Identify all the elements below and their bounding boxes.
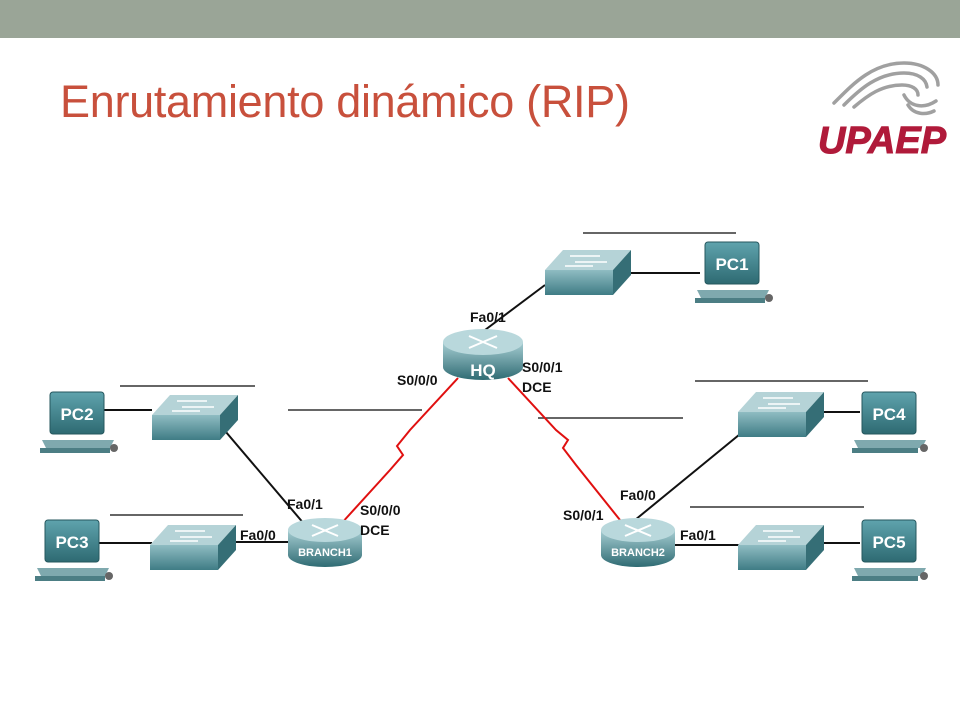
if-b2-fa01: Fa0/1 [680, 527, 716, 543]
pc2: PC2 [40, 391, 118, 453]
serial-links [339, 377, 621, 526]
router-label-branch2: BRANCH2 [611, 547, 665, 559]
upaep-logo: UPAEP [817, 61, 947, 163]
router-branch1: BRANCH1 [288, 518, 362, 567]
logo-wordmark: UPAEP [818, 120, 947, 162]
router-hq: HQ [443, 329, 523, 380]
pc-label-pc3: PC3 [55, 533, 88, 552]
link-hq-sw1 [484, 284, 546, 331]
if-b1-s000: S0/0/0 [360, 502, 401, 518]
serial-hq-branch2 [507, 377, 621, 521]
if-hq-s000: S0/0/0 [397, 372, 438, 388]
router-branch2: BRANCH2 [601, 518, 675, 567]
eagle-head-icon [832, 61, 940, 116]
if-b1-dce: DCE [360, 522, 390, 538]
if-b2-s001: S0/0/1 [563, 507, 604, 523]
switch-4 [738, 392, 824, 437]
pc1: PC1 [695, 241, 773, 303]
if-hq-s001: S0/0/1 [522, 359, 563, 375]
router-label-hq: HQ [470, 361, 496, 380]
switch-3 [150, 525, 236, 570]
link-sw2-b1 [219, 424, 306, 526]
switch-5 [738, 525, 824, 570]
top-accent-bar [0, 0, 960, 38]
if-hq-dce: DCE [522, 379, 552, 395]
slide-title: Enrutamiento dinámico (RIP) [60, 76, 630, 127]
network-label-lines [110, 232, 868, 516]
if-b1-fa01: Fa0/1 [287, 496, 323, 512]
link-b2-sw4 [634, 429, 746, 521]
router-label-branch1: BRANCH1 [298, 547, 352, 559]
pc4: PC4 [852, 391, 928, 453]
if-hq-fa01: Fa0/1 [470, 309, 506, 325]
pc3: PC3 [35, 519, 113, 581]
pc-label-pc4: PC4 [872, 405, 906, 424]
pc-label-pc5: PC5 [872, 533, 905, 552]
pc-label-pc2: PC2 [60, 405, 93, 424]
pc-label-pc1: PC1 [715, 255, 748, 274]
pc5: PC5 [852, 519, 928, 581]
if-b2-fa00: Fa0/0 [620, 487, 656, 503]
ethernet-links [97, 272, 860, 546]
switch-1 [545, 250, 631, 295]
switch-2 [152, 395, 238, 440]
serial-hq-branch1 [339, 377, 459, 526]
if-b1-fa00: Fa0/0 [240, 527, 276, 543]
